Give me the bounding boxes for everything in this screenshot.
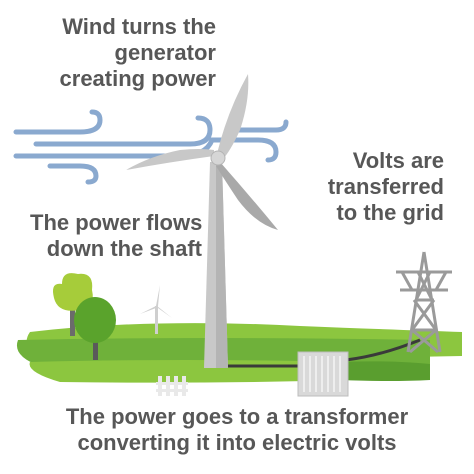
caption-transformer-line-2: converting it into electric volts — [77, 430, 397, 455]
caption-wind-line-1: Wind turns the — [62, 14, 216, 39]
cable — [216, 338, 421, 368]
wind-lines-icon — [13, 109, 289, 185]
caption-wind-line-2: generator — [114, 40, 216, 65]
small-turbine-icon — [140, 285, 172, 334]
caption-wind-line-3: creating power — [59, 66, 216, 91]
caption-shaft-line-2: down the shaft — [46, 236, 202, 261]
pylon-icon — [396, 251, 452, 354]
caption-grid-line-1: Volts are — [352, 148, 444, 173]
tree-icon — [53, 273, 116, 360]
caption-wind: Wind turns the generator creating power — [6, 14, 216, 92]
wind-turbine-icon — [126, 74, 278, 368]
caption-shaft-line-1: The power flows — [30, 210, 203, 235]
caption-shaft: The power flows down the shaft — [30, 210, 202, 262]
caption-grid-line-2: transferred — [327, 174, 444, 199]
caption-grid: Volts are transferred to the grid — [318, 148, 444, 226]
fence-icon — [156, 376, 188, 396]
caption-transformer-line-1: The power goes to a transformer — [65, 404, 409, 429]
caption-grid-line-3: to the grid — [336, 200, 444, 225]
caption-transformer: The power goes to a transformer converti… — [0, 404, 474, 456]
transformer-icon — [297, 351, 349, 397]
